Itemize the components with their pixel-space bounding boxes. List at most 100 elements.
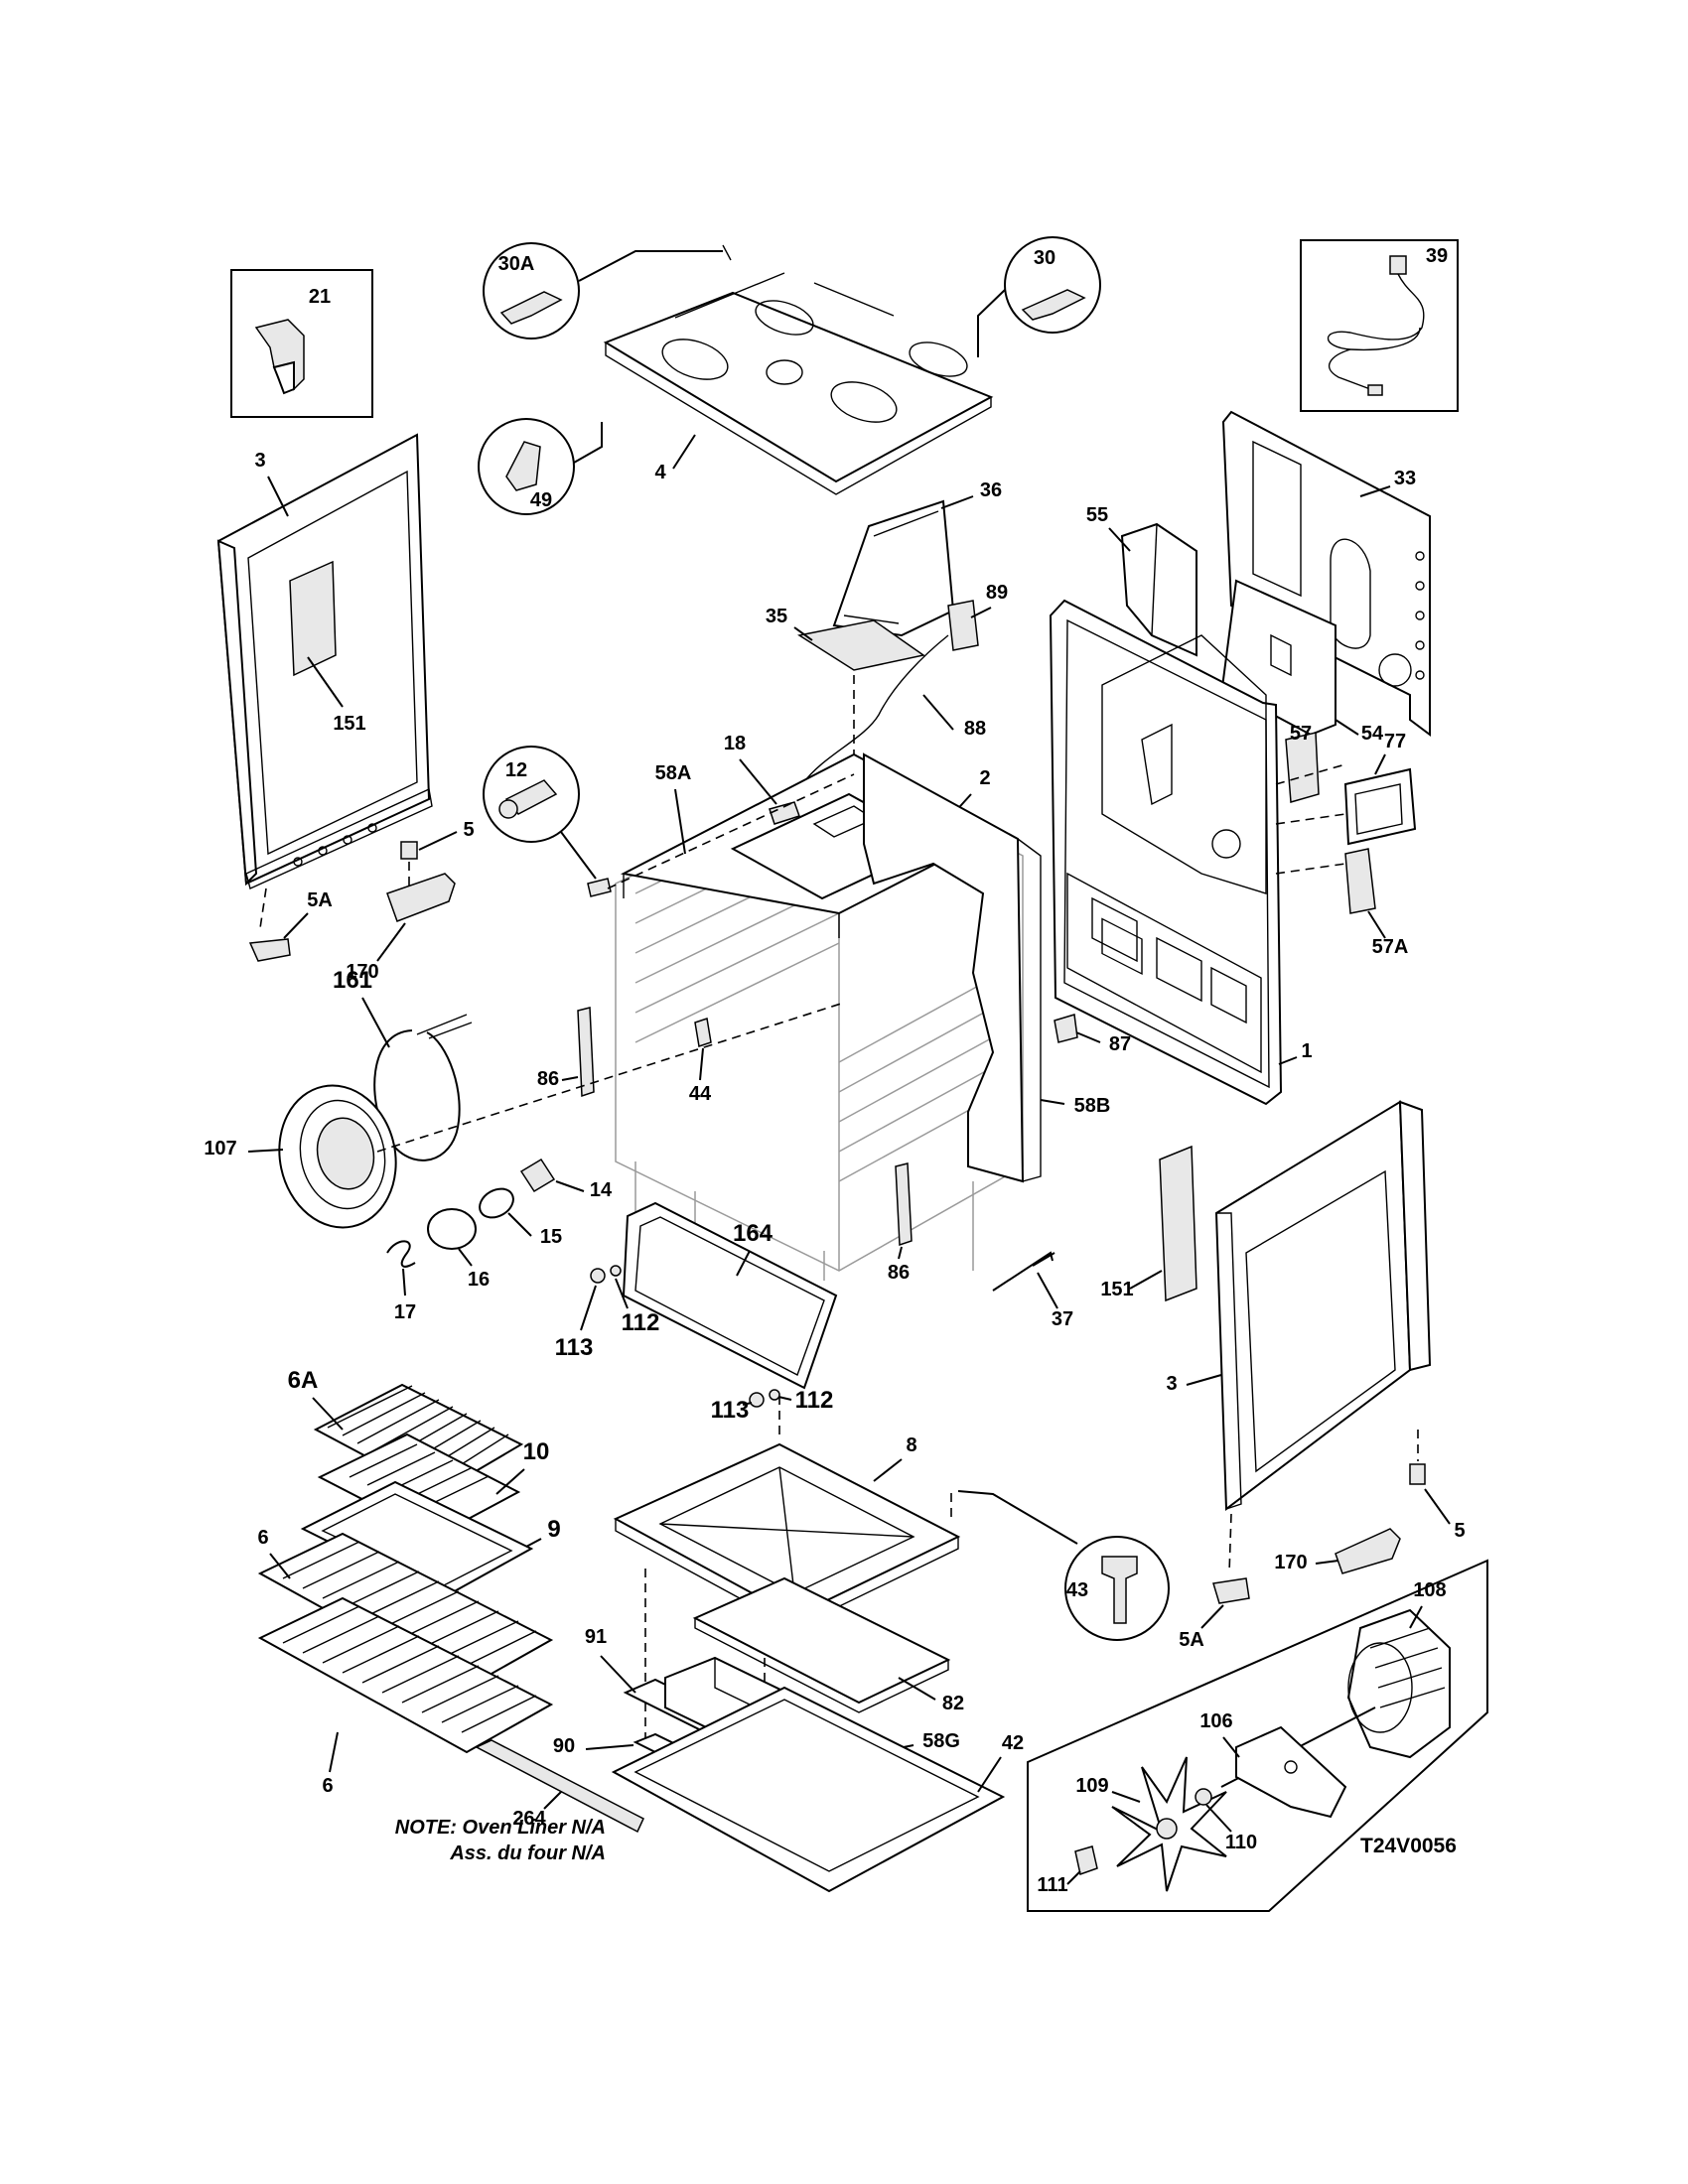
callout-112b: 112 (795, 1387, 834, 1414)
callout-86b: 86 (888, 1262, 910, 1284)
callout-30: 30 (1034, 247, 1055, 269)
part-170-right-bracket (1335, 1528, 1401, 1574)
callout-1: 1 (1301, 1040, 1312, 1062)
callout-43: 43 (1066, 1579, 1088, 1601)
part-151-right-bracket (1159, 1145, 1197, 1302)
callout-57: 57 (1290, 723, 1312, 745)
part-77-terminal-block (1343, 767, 1417, 846)
part-17-wire-clip (386, 1240, 416, 1268)
callout-49: 49 (530, 489, 552, 511)
part-164-door-gasket (622, 1201, 838, 1390)
part-170-left-bracket (386, 873, 456, 922)
part-5a-right-leveler (1212, 1577, 1250, 1604)
callout-109: 109 (1075, 1775, 1108, 1797)
part-3-left-side-panel (216, 433, 433, 889)
circle-43 (1064, 1536, 1170, 1641)
callout-113b: 113 (711, 1397, 750, 1424)
part-14-lamp-socket (519, 1158, 556, 1193)
callout-170a: 170 (346, 961, 378, 983)
callout-21: 21 (309, 286, 331, 308)
part-110-nut (1195, 1788, 1212, 1806)
part-87-clip (1054, 1014, 1078, 1043)
callout-88: 88 (964, 718, 986, 740)
callout-6a: 6A (288, 1367, 319, 1394)
part-5-left-screw (400, 841, 418, 860)
callout-161: 161 (333, 967, 372, 994)
callout-33: 33 (1394, 468, 1416, 489)
callout-44: 44 (689, 1083, 712, 1105)
callout-39: 39 (1426, 245, 1448, 267)
part-36-vent-duct (832, 499, 955, 637)
callout-58b: 58B (1074, 1095, 1111, 1117)
callout-91: 91 (585, 1626, 607, 1648)
part-112-screw-lower (769, 1389, 780, 1401)
callout-86a: 86 (537, 1068, 559, 1090)
callout-15: 15 (540, 1226, 562, 1248)
callout-14: 14 (590, 1179, 613, 1201)
callout-112a: 112 (622, 1309, 660, 1336)
part-6-oven-rack-lower (257, 1596, 554, 1754)
inset-box-fan-motor (1027, 1559, 1488, 1912)
part-82-bottom-shield (692, 1576, 951, 1713)
part-37-wire-harness (992, 1251, 1055, 1292)
callout-110: 110 (1225, 1832, 1257, 1853)
part-109-fan-blade (1111, 1756, 1227, 1892)
part-42-base-frame (611, 1686, 1006, 1893)
part-107-fan-cover (278, 1084, 397, 1229)
callout-89: 89 (986, 582, 1008, 604)
part-113-washer-lower (749, 1392, 765, 1408)
part-18-sensor (769, 801, 800, 825)
note-line-2: Ass. du four N/A (450, 1843, 606, 1864)
circle-30a (483, 242, 580, 340)
callout-57a: 57A (1372, 936, 1409, 958)
part-44-probe (694, 1018, 712, 1047)
part-55-heat-shield (1120, 522, 1197, 657)
part-161-convection-element (373, 1014, 473, 1161)
callout-42: 42 (1002, 1732, 1024, 1754)
callout-6c: 6 (322, 1775, 333, 1797)
callout-5aa: 5A (307, 889, 333, 911)
part-5a-left-leveler (248, 938, 291, 962)
part-112-screw-upper (610, 1265, 622, 1277)
part-57a-cover (1344, 848, 1376, 914)
part-86-left-bracket (577, 1007, 595, 1098)
callout-264: 264 (512, 1808, 546, 1830)
callout-54: 54 (1361, 723, 1384, 745)
callout-2: 2 (979, 767, 990, 789)
callout-5ab: 5A (1179, 1629, 1204, 1651)
callout-55: 55 (1086, 504, 1108, 526)
part-106-motor-bracket (1235, 1725, 1347, 1819)
callout-12: 12 (505, 759, 527, 781)
callout-151a: 151 (333, 713, 365, 735)
part-16-lamp-lens (427, 1208, 477, 1250)
callout-82: 82 (942, 1693, 964, 1714)
part-1-back-panel (1049, 599, 1283, 1106)
callout-87: 87 (1109, 1033, 1131, 1055)
callout-9: 9 (547, 1516, 560, 1543)
callout-36: 36 (980, 479, 1002, 501)
part-113-washer-upper (590, 1268, 606, 1284)
part-35-duct-base (797, 619, 925, 671)
note-line-1: NOTE: Oven Liner N/A (394, 1817, 606, 1839)
part-21-clip (254, 319, 305, 395)
callout-18: 18 (724, 733, 746, 754)
callout-37: 37 (1052, 1308, 1073, 1330)
part-3-right-side-panel (1214, 1100, 1432, 1511)
callout-107: 107 (204, 1138, 236, 1160)
part-57-bracket (1285, 732, 1320, 803)
callout-3b: 3 (1166, 1373, 1177, 1395)
callout-58a: 58A (655, 762, 692, 784)
part-4-top-panel (603, 272, 994, 495)
part-12-pin (587, 878, 612, 897)
part-5-right-screw (1409, 1463, 1426, 1485)
callout-3a: 3 (254, 450, 265, 472)
callout-58g: 58G (922, 1730, 960, 1752)
inset-box-39 (1300, 239, 1459, 412)
circle-49 (478, 418, 575, 515)
part-111-cap (1074, 1845, 1098, 1875)
part-108-fan-motor (1346, 1608, 1451, 1759)
callout-6b: 6 (257, 1527, 268, 1549)
callout-5b: 5 (1454, 1520, 1465, 1542)
